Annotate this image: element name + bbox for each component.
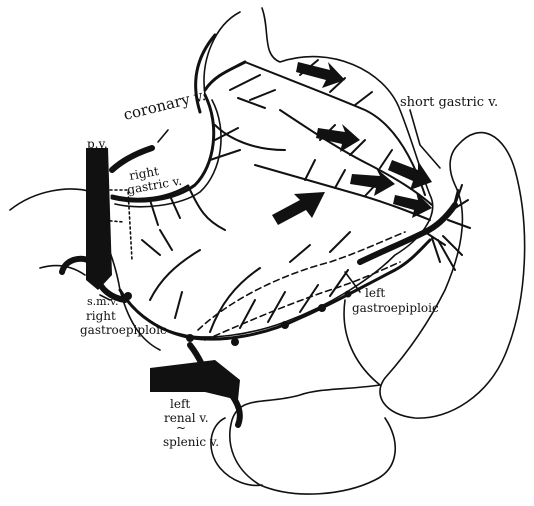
label-left-gastroepiploic-line1: left [365,286,385,300]
label-left-renal-line1: left [170,397,190,411]
flow-arrow [272,192,325,225]
label-right-gastroepiploic-line2: gastroepiploic [80,323,167,337]
flow-arrow [388,160,432,190]
kidney-hilum [211,418,262,485]
label-left-renal-line2: renal v. [164,411,209,425]
label-splenic-vein: splenic v. [163,435,219,449]
left-renal-vein [150,360,240,400]
flow-arrows [272,62,432,225]
label-left-gastroepiploic-line2: gastroepiploic [352,301,439,315]
label-right-gastroepiploic-line1: right [86,309,116,323]
label-portal-vein: p.v. [87,137,108,151]
portal-vein [86,148,112,290]
flow-arrow [350,168,395,196]
label-coronary-vein: coronary v. [122,86,208,124]
label-short-gastric-vein: short gastric v. [400,95,498,110]
pointer-short-gastric [410,110,440,168]
label-smv: s.m.v. [87,295,118,308]
splenic-hilum-trunk [360,205,455,262]
duodenum-outline [10,189,92,275]
kidney-outline [230,300,395,494]
label-splenic-tilde: ~ [176,421,186,435]
pointer-coronary [158,130,168,142]
